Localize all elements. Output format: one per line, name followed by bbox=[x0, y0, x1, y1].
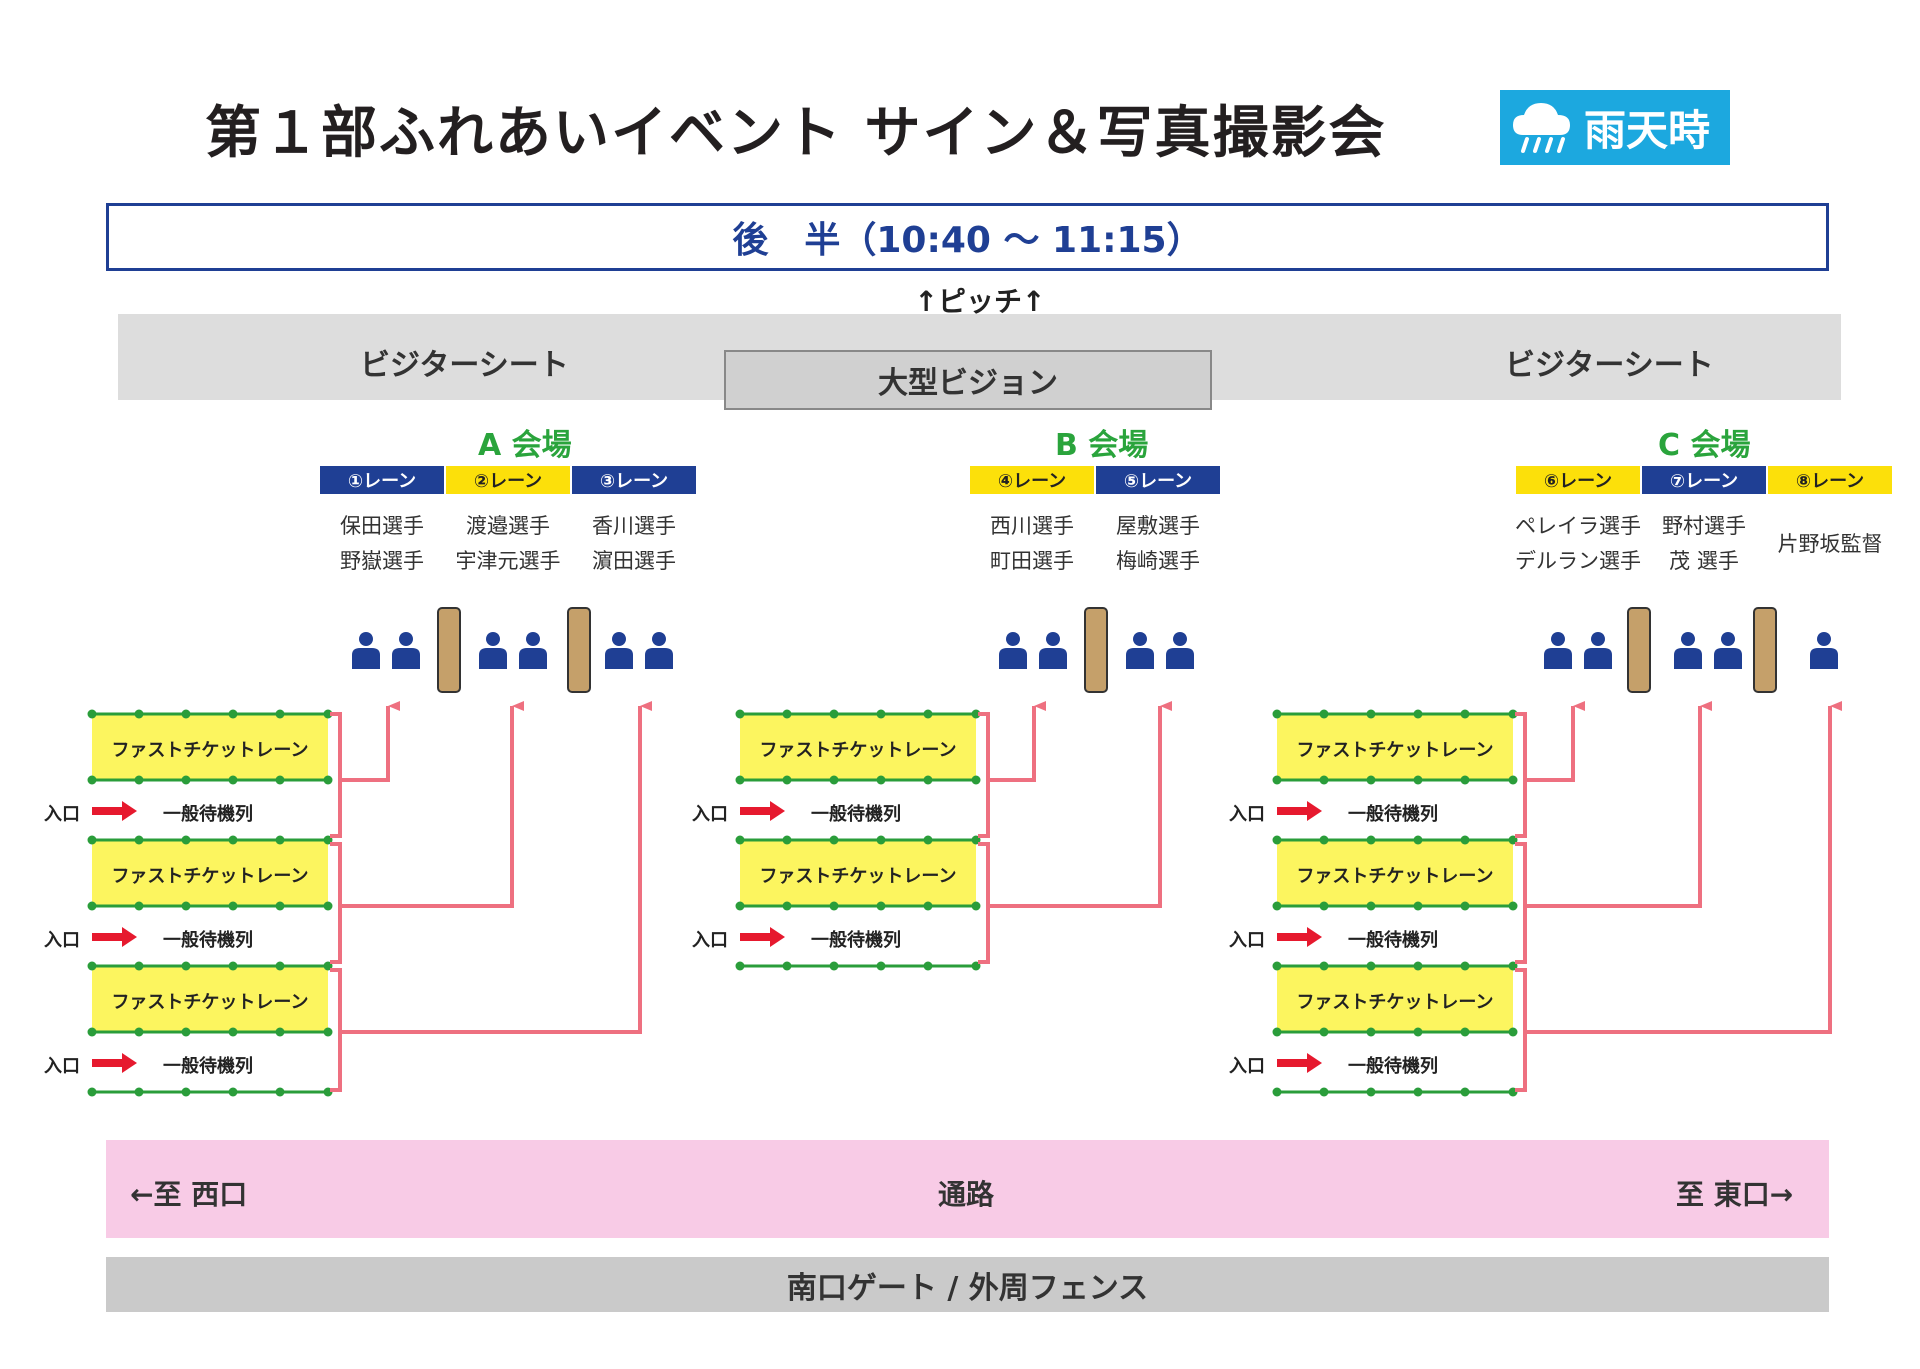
general-queue-label: 一般待機列 bbox=[163, 930, 253, 951]
player-name: 宇津元選手 bbox=[455, 549, 561, 573]
general-queue-label: 一般待機列 bbox=[1348, 804, 1438, 825]
route-lines-b bbox=[978, 701, 1172, 964]
entrance-label: 入口 bbox=[1229, 1056, 1265, 1077]
fast-ticket-lane-label: ファストチケットレーン bbox=[1296, 740, 1494, 761]
general-queue-label: 一般待機列 bbox=[163, 804, 253, 825]
player-name: 屋敷選手 bbox=[1116, 514, 1200, 538]
general-queue-label: 一般待機列 bbox=[163, 1056, 253, 1077]
venue-c-name: C 会場 bbox=[1658, 428, 1751, 463]
walkway-west-label: ←至 西口 bbox=[130, 1178, 248, 1211]
lane-8-header: ⑧レーン bbox=[1768, 466, 1892, 494]
walkway bbox=[106, 1140, 1829, 1238]
pitch-label: ↑ピッチ↑ bbox=[914, 285, 1046, 318]
entrance-label: 入口 bbox=[44, 930, 80, 951]
entrance-label: 入口 bbox=[1229, 930, 1265, 951]
fast-ticket-lane-label: ファストチケットレーン bbox=[1296, 992, 1494, 1013]
page-title: 第１部ふれあいイベント サイン＆写真撮影会 bbox=[205, 101, 1387, 166]
queue-fences-a bbox=[86, 708, 334, 1098]
lane-4-header: ④レーン bbox=[970, 466, 1094, 494]
walkway-center-label: 通路 bbox=[938, 1178, 995, 1211]
general-queue-label: 一般待機列 bbox=[811, 804, 901, 825]
queue-fences-c bbox=[1271, 708, 1519, 1098]
entrance-label: 入口 bbox=[692, 804, 728, 825]
fast-ticket-lane-label: ファストチケットレーン bbox=[111, 740, 309, 761]
fast-ticket-lane-label: ファストチケットレーン bbox=[759, 866, 957, 887]
entrance-label: 入口 bbox=[692, 930, 728, 951]
rain-badge: 雨天時 bbox=[1500, 90, 1730, 165]
entrance-label: 入口 bbox=[44, 804, 80, 825]
player-name: 保田選手 bbox=[340, 514, 424, 538]
player-name: デルラン選手 bbox=[1515, 549, 1641, 573]
staff-icons-a bbox=[352, 607, 673, 693]
player-name: 濵田選手 bbox=[592, 549, 676, 573]
general-queue-label: 一般待機列 bbox=[1348, 930, 1438, 951]
lane-2-header: ②レーン bbox=[446, 466, 570, 494]
lane-1-header: ①レーン bbox=[320, 466, 444, 494]
fast-ticket-lane-label: ファストチケットレーン bbox=[1296, 866, 1494, 887]
entrance-label: 入口 bbox=[44, 1056, 80, 1077]
visitor-seat-right-label: ビジターシート bbox=[1505, 348, 1714, 383]
walkway-east-label: 至 東口→ bbox=[1676, 1178, 1794, 1211]
rain-badge-label: 雨天時 bbox=[1584, 106, 1711, 155]
staff-icons-c bbox=[1544, 607, 1838, 693]
player-name: 野村選手 bbox=[1662, 514, 1746, 538]
route-lines-c bbox=[1515, 701, 1842, 1092]
venue-b-name: B 会場 bbox=[1055, 428, 1149, 463]
player-name: 町田選手 bbox=[990, 549, 1074, 573]
general-queue-label: 一般待機列 bbox=[811, 930, 901, 951]
lane-5-header: ⑤レーン bbox=[1096, 466, 1220, 494]
fast-ticket-lane-label: ファストチケットレーン bbox=[111, 992, 309, 1013]
player-name: 茂 選手 bbox=[1669, 549, 1739, 573]
player-name: 梅崎選手 bbox=[1116, 549, 1200, 573]
fast-ticket-lane-label: ファストチケットレーン bbox=[111, 866, 309, 887]
player-name: 渡邉選手 bbox=[466, 514, 550, 538]
player-name: 野嶽選手 bbox=[340, 549, 424, 573]
player-name: ペレイラ選手 bbox=[1515, 514, 1641, 538]
south-gate-fence: 南口ゲート / 外周フェンス bbox=[106, 1257, 1829, 1312]
rain-cloud-icon bbox=[1513, 102, 1570, 153]
route-lines-a bbox=[330, 701, 652, 1092]
player-name: 西川選手 bbox=[990, 514, 1074, 538]
staff-icons-b bbox=[999, 607, 1194, 693]
fast-ticket-lane-label: ファストチケットレーン bbox=[759, 740, 957, 761]
lane-7-header: ⑦レーン bbox=[1642, 466, 1766, 494]
player-name: 片野坂監督 bbox=[1777, 532, 1883, 556]
lane-6-header: ⑥レーン bbox=[1516, 466, 1640, 494]
player-name: 香川選手 bbox=[592, 514, 676, 538]
lane-3-header: ③レーン bbox=[572, 466, 696, 494]
venue-a-name: A 会場 bbox=[478, 428, 572, 463]
general-queue-label: 一般待機列 bbox=[1348, 1056, 1438, 1077]
big-vision: 大型ビジョン bbox=[724, 350, 1212, 410]
entrance-label: 入口 bbox=[1229, 804, 1265, 825]
period-banner: 後 半（10:40 ～ 11:15） bbox=[106, 203, 1829, 271]
visitor-seat-left-label: ビジターシート bbox=[360, 348, 569, 383]
